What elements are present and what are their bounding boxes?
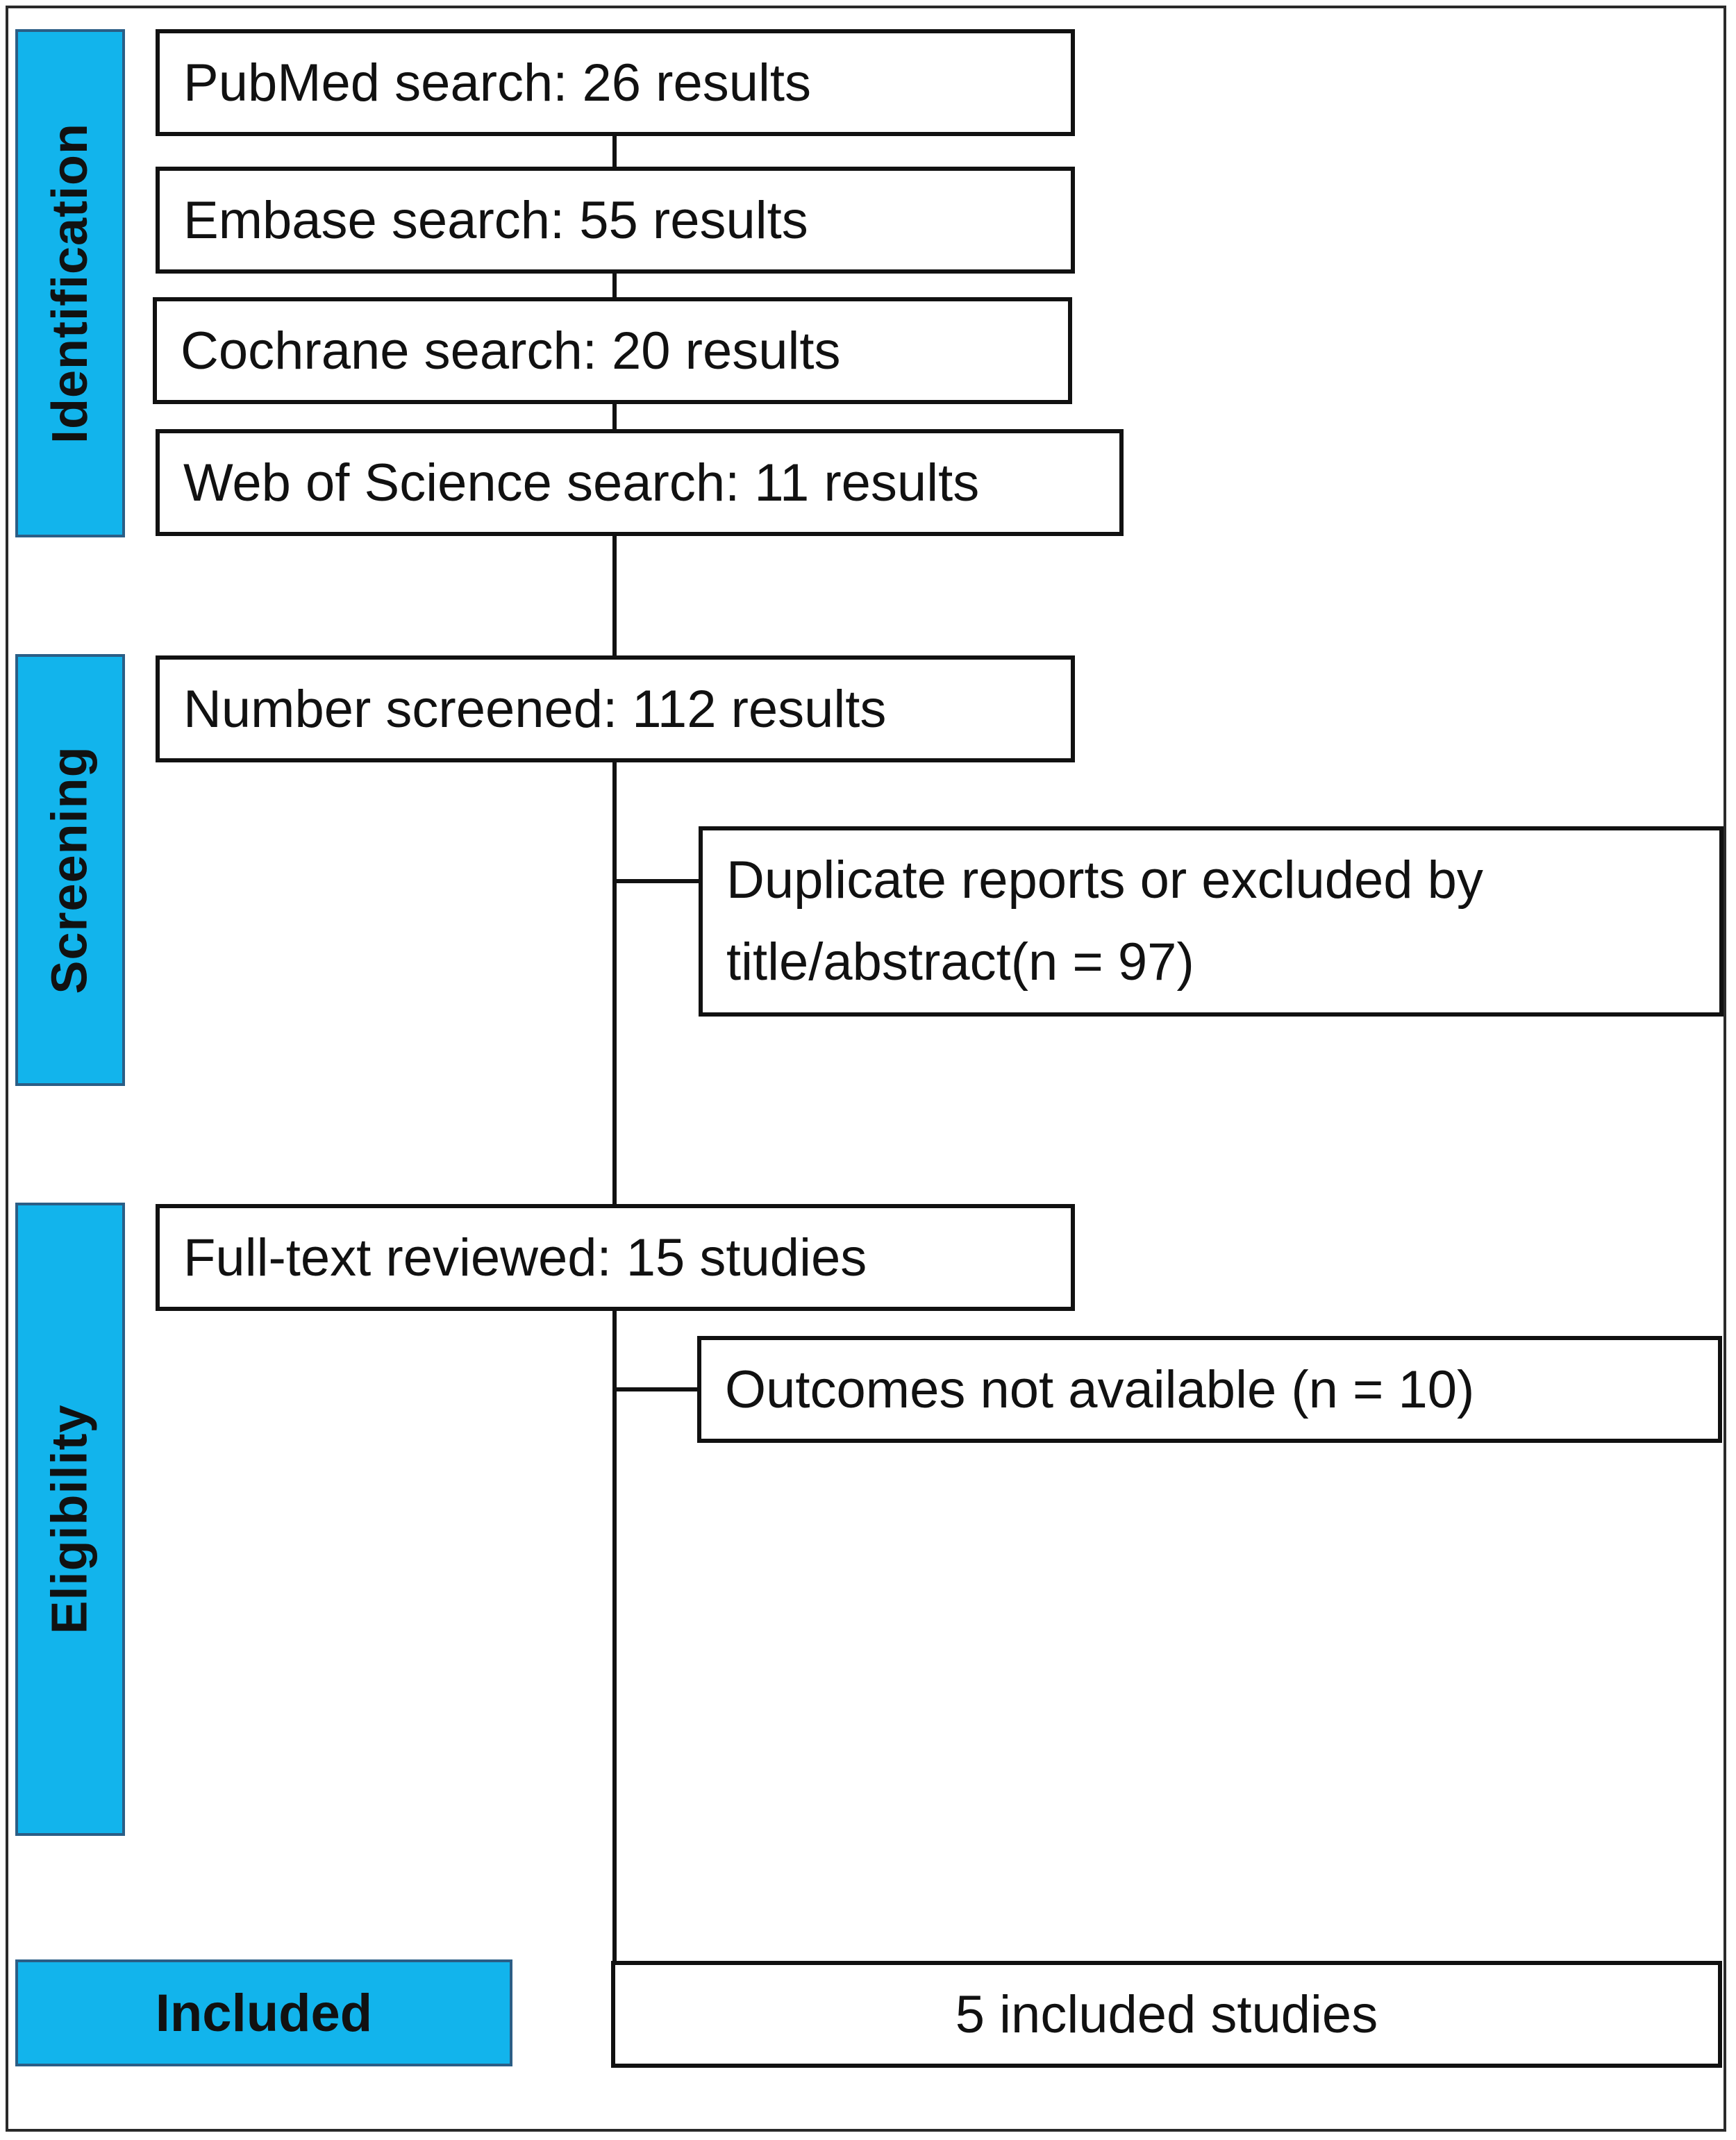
pubmed-search-box: PubMed search: 26 results [156,29,1075,136]
excluded-eligibility-text: Outcomes not available (n = 10) [725,1360,1475,1419]
included-result-text: 5 included studies [955,1984,1378,2044]
connector-branch-screening [612,879,701,883]
stage-identification-label: Identification [42,123,98,444]
included-result-box: 5 included studies [611,1961,1722,2068]
fulltext-text: Full-text reviewed: 15 studies [183,1228,867,1287]
excluded-eligibility-box: Outcomes not available (n = 10) [697,1336,1722,1443]
stage-identification: Identification [15,29,125,537]
stage-screening: Screening [15,654,125,1086]
cochrane-search-box: Cochrane search: 20 results [153,297,1072,404]
fulltext-box: Full-text reviewed: 15 studies [156,1204,1075,1311]
web-of-science-search-text: Web of Science search: 11 results [183,453,980,512]
screened-box: Number screened: 112 results [156,655,1075,762]
excluded-screening-line2: title/abstract(n = 97) [726,933,1194,992]
stage-screening-label: Screening [42,746,98,994]
stage-included-label: Included [155,1983,373,2043]
connector-main [612,133,617,1987]
embase-search-box: Embase search: 55 results [156,167,1075,274]
pubmed-search-text: PubMed search: 26 results [183,53,812,112]
diagram-frame [6,6,1726,2132]
embase-search-text: Embase search: 55 results [183,190,808,250]
excluded-screening-line1: Duplicate reports or excluded by [726,851,1483,910]
web-of-science-search-box: Web of Science search: 11 results [156,429,1124,536]
screened-text: Number screened: 112 results [183,679,887,739]
excluded-screening-box: Duplicate reports or excluded by title/a… [699,826,1724,1017]
stage-included: Included [15,1959,512,2066]
connector-branch-eligibility [612,1387,700,1391]
stage-eligibility: Eligibility [15,1203,125,1836]
cochrane-search-text: Cochrane search: 20 results [181,321,841,381]
stage-eligibility-label: Eligibility [42,1404,98,1635]
